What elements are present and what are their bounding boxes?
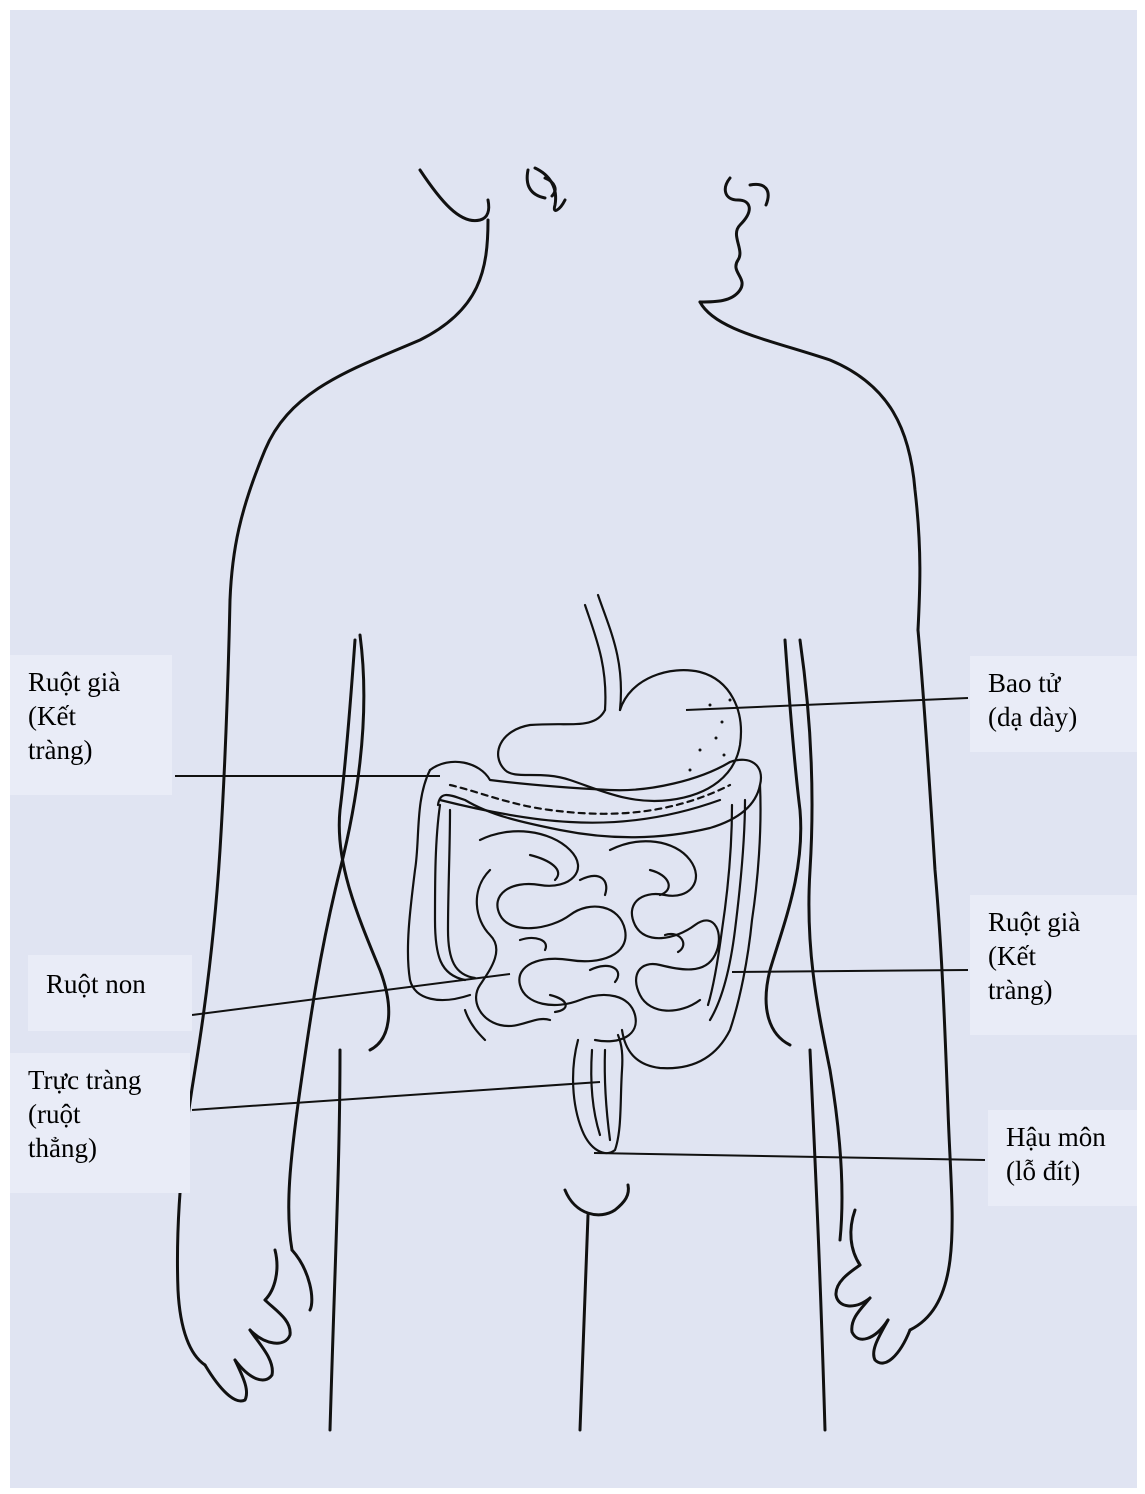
digestive-system-illustration bbox=[10, 10, 1137, 1488]
label-small-intestine: Ruột non bbox=[28, 955, 192, 1031]
label-line: Ruột non bbox=[46, 967, 174, 1001]
label-line: Ruột già bbox=[28, 665, 154, 699]
label-anus: Hậu môn (lỗ đít) bbox=[988, 1110, 1137, 1206]
label-colon-left: Ruột già (Kết tràng) bbox=[10, 655, 172, 795]
label-rectum: Trực tràng (ruột thẳng) bbox=[10, 1053, 190, 1193]
label-line: (ruột bbox=[28, 1097, 172, 1131]
label-line: tràng) bbox=[28, 733, 154, 767]
label-line: Trực tràng bbox=[28, 1063, 172, 1097]
diagram-background bbox=[10, 10, 1137, 1488]
label-line: thẳng) bbox=[28, 1131, 172, 1165]
label-colon-right: Ruột già (Kết tràng) bbox=[970, 895, 1137, 1035]
diagram-frame: Ruột già (Kết tràng) Bao tử (dạ dày) Ruộ… bbox=[10, 10, 1137, 1488]
label-line: (Kết bbox=[988, 939, 1119, 973]
label-line: tràng) bbox=[988, 973, 1119, 1007]
label-line: (dạ dày) bbox=[988, 700, 1119, 734]
label-line: (Kết bbox=[28, 699, 154, 733]
label-line: Hậu môn bbox=[1006, 1120, 1119, 1154]
label-line: (lỗ đít) bbox=[1006, 1154, 1119, 1188]
label-line: Bao tử bbox=[988, 666, 1119, 700]
label-stomach: Bao tử (dạ dày) bbox=[970, 656, 1137, 752]
label-line: Ruột già bbox=[988, 905, 1119, 939]
